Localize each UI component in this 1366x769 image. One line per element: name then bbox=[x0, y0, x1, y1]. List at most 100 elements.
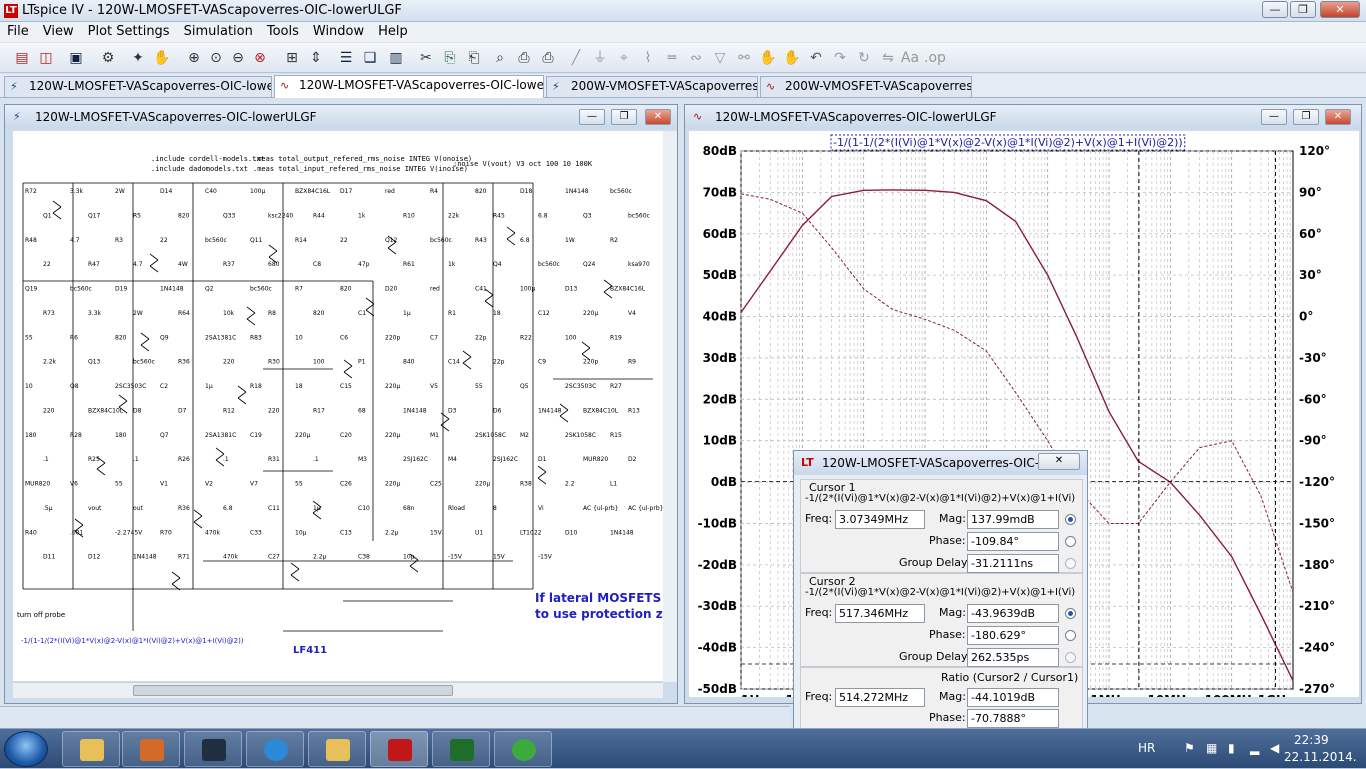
menu-file[interactable]: File bbox=[7, 24, 29, 39]
save-icon[interactable]: ▣ bbox=[69, 50, 83, 66]
wire bbox=[193, 509, 203, 517]
cursor2-freq-field[interactable]: 517.346MHz bbox=[835, 604, 925, 623]
cursor1-group-delay-field[interactable]: -31.2111ns bbox=[967, 554, 1059, 573]
control-panel-icon[interactable]: ⚙ bbox=[101, 50, 115, 66]
taskbar-app-8[interactable] bbox=[494, 731, 552, 767]
cut-icon[interactable]: ✂ bbox=[420, 50, 432, 66]
drag-icon[interactable]: ✋ bbox=[783, 50, 801, 66]
pan-icon[interactable]: ⊙ bbox=[210, 50, 222, 66]
mirror-icon[interactable]: ⇋ bbox=[882, 50, 894, 66]
close-button[interactable]: ✕ bbox=[1320, 1, 1360, 18]
tile-vertical-icon[interactable]: ▥ bbox=[389, 50, 403, 66]
taskbar-ie[interactable] bbox=[246, 731, 304, 767]
schematic-maximize-button[interactable]: ❐ bbox=[611, 109, 637, 125]
cursor2-phase-field[interactable]: -180.629° bbox=[967, 626, 1059, 645]
menu-help[interactable]: Help bbox=[378, 24, 408, 39]
diode-icon[interactable]: ▽ bbox=[714, 50, 726, 66]
halt-icon[interactable]: ✋ bbox=[153, 50, 171, 66]
taskbar-app-3[interactable] bbox=[184, 731, 242, 767]
menu-window[interactable]: Window bbox=[312, 24, 365, 39]
taskbar-app-2[interactable] bbox=[122, 731, 180, 767]
cursor1-mag-radio[interactable] bbox=[1065, 514, 1076, 525]
undo-icon[interactable]: ↶ bbox=[810, 50, 822, 66]
ratio-freq-field[interactable]: 514.272MHz bbox=[835, 688, 925, 707]
spice-directive-icon[interactable]: .op bbox=[924, 50, 946, 66]
menu-plot-settings[interactable]: Plot Settings bbox=[87, 24, 170, 39]
run-icon[interactable]: ✦ bbox=[132, 50, 144, 66]
cursor2-mag-field[interactable]: -43.9639dB bbox=[967, 604, 1059, 623]
clock-date[interactable]: 22.11.2014. bbox=[1284, 750, 1357, 764]
new-schematic-icon[interactable]: ▤ bbox=[15, 50, 29, 66]
plot-minimize-button[interactable]: — bbox=[1261, 109, 1287, 125]
taskbar-explorer[interactable] bbox=[62, 731, 120, 767]
paste-icon[interactable]: ⎗ bbox=[468, 50, 480, 66]
schematic-horizontal-scrollbar[interactable] bbox=[13, 682, 663, 698]
cursor2-group-delay-radio[interactable] bbox=[1065, 652, 1076, 663]
text-icon[interactable]: Aa bbox=[900, 50, 920, 66]
tab-schematic-200w[interactable]: ⚡200W-VMOSFET-VAScapoverres-OIC bbox=[546, 76, 758, 97]
start-button[interactable] bbox=[4, 731, 48, 767]
tile-horizontal-icon[interactable]: ☰ bbox=[339, 50, 353, 66]
cursor-dialog-close-button[interactable]: ✕ bbox=[1038, 453, 1080, 470]
zoom-out-icon[interactable]: ⊖ bbox=[232, 50, 244, 66]
rotate-icon[interactable]: ↻ bbox=[858, 50, 870, 66]
tab-plot-120w[interactable]: ∿120W-LMOSFET-VAScapoverres-OIC-lowerULG… bbox=[274, 75, 544, 98]
menu-view[interactable]: View bbox=[42, 24, 74, 39]
volume-icon[interactable]: ◀ bbox=[1270, 741, 1280, 755]
ratio-phase-field[interactable]: -70.7888° bbox=[967, 709, 1059, 728]
cursor1-phase-radio[interactable] bbox=[1065, 536, 1076, 547]
flag-icon[interactable]: ⚑ bbox=[1184, 741, 1195, 755]
print-icon[interactable]: ⎙ bbox=[542, 50, 554, 66]
taskbar-app-5[interactable] bbox=[308, 731, 366, 767]
capacitor-icon[interactable]: ═ bbox=[667, 50, 677, 66]
zoom-cancel-icon[interactable]: ⊗ bbox=[254, 50, 266, 66]
cursor1-mag-field[interactable]: 137.99mdB bbox=[967, 510, 1059, 529]
vertical-autorange-icon[interactable]: ⇕ bbox=[310, 50, 322, 66]
maximize-button[interactable]: ❐ bbox=[1290, 1, 1316, 18]
taskbar-ltspice[interactable] bbox=[370, 731, 428, 767]
cascade-icon[interactable]: ❏ bbox=[363, 50, 377, 66]
copy-icon[interactable]: ⎘ bbox=[444, 50, 456, 66]
inductor-icon[interactable]: ∾ bbox=[690, 50, 702, 66]
scroll-thumb[interactable] bbox=[133, 685, 453, 696]
component-icon[interactable]: ⚯ bbox=[738, 50, 750, 66]
resistor-icon[interactable]: ⌇ bbox=[644, 50, 652, 66]
tab-schematic-120w[interactable]: ⚡120W-LMOSFET-VAScapoverres-OIC-lowerULG… bbox=[4, 76, 272, 97]
cursor1-freq-field[interactable]: 3.07349MHz bbox=[835, 510, 925, 529]
trace-expression[interactable]: -1/(1-1/(2*(I(Vi)@1*V(x)@2-V(x)@1*I(Vi)@… bbox=[833, 136, 1183, 149]
taskbar-app-7[interactable] bbox=[432, 731, 490, 767]
move-icon[interactable]: ✋ bbox=[759, 50, 777, 66]
language-indicator[interactable]: HR bbox=[1138, 741, 1156, 755]
wire-icon[interactable]: ╱ bbox=[571, 50, 581, 66]
cursor2-group-delay-field[interactable]: 262.535ps bbox=[967, 648, 1059, 667]
cursor1-group-delay-radio[interactable] bbox=[1065, 558, 1076, 569]
ground-icon[interactable]: ⏚ bbox=[593, 50, 607, 66]
cursor2-mag-radio[interactable] bbox=[1065, 608, 1076, 619]
component-label: R36 bbox=[178, 359, 190, 366]
battery-icon[interactable]: ▮ bbox=[1228, 741, 1235, 755]
minimize-button[interactable]: — bbox=[1262, 1, 1288, 18]
schematic-minimize-button[interactable]: — bbox=[579, 109, 605, 125]
component-label: ksc2240 bbox=[268, 212, 293, 219]
print-setup-icon[interactable]: ⎙ bbox=[518, 50, 530, 66]
plot-close-button[interactable]: ✕ bbox=[1325, 109, 1351, 125]
new-symbol-icon[interactable]: ◫ bbox=[39, 50, 53, 66]
ratio-mag-field[interactable]: -44.1019dB bbox=[967, 688, 1059, 707]
label-net-icon[interactable]: ⌖ bbox=[620, 50, 628, 66]
tab-plot-200w[interactable]: ∿200W-VMOSFET-VAScapoverres-OIC bbox=[760, 76, 972, 97]
schematic-canvas[interactable]: .include cordell-models.txt .include dad… bbox=[13, 131, 663, 681]
find-icon[interactable]: ⌕ bbox=[496, 50, 504, 66]
cursor2-phase-radio[interactable] bbox=[1065, 630, 1076, 641]
network-icon[interactable]: ▦ bbox=[1206, 741, 1218, 755]
schematic-close-button[interactable]: ✕ bbox=[645, 109, 671, 125]
schematic-vertical-scrollbar[interactable] bbox=[663, 131, 677, 682]
menu-tools[interactable]: Tools bbox=[266, 24, 299, 39]
menu-simulation[interactable]: Simulation bbox=[183, 24, 253, 39]
clock-time[interactable]: 22:39 bbox=[1294, 733, 1329, 747]
redo-icon[interactable]: ↷ bbox=[834, 50, 846, 66]
signal-icon[interactable]: ▂ bbox=[1250, 741, 1260, 755]
zoom-in-icon[interactable]: ⊕ bbox=[188, 50, 200, 66]
plot-maximize-button[interactable]: ❐ bbox=[1293, 109, 1319, 125]
autorange-icon[interactable]: ⊞ bbox=[286, 50, 298, 66]
cursor1-phase-field[interactable]: -109.84° bbox=[967, 532, 1059, 551]
